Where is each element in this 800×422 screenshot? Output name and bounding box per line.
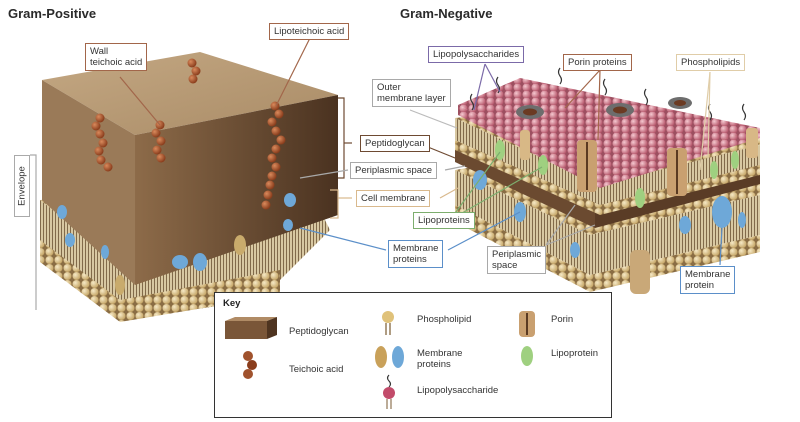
leader-lines [30,37,723,310]
membrane-proteins-icon [375,346,404,368]
key-label-lipoprotein: Lipoprotein [551,348,599,359]
gram-negative-title: Gram-Negative [400,6,493,21]
key-label-phospholipid: Phospholipid [417,314,472,325]
label-phospholipids: Phospholipids [676,54,746,71]
key-label-porin: Porin [551,314,574,325]
gram-positive-membrane-proteins [57,193,296,295]
gram-positive-peptidoglycan [42,52,338,285]
key-label-peptidoglycan: Peptidoglycan [289,326,349,337]
gram-positive-title: Gram-Positive [8,6,97,21]
key-title: Key [223,298,241,309]
porin-proteins [516,97,758,196]
label-lipoproteins: Lipoproteins [413,212,475,229]
lipopolysaccharide-icon [383,374,395,409]
label-cell-membrane: Cell membrane [356,190,431,207]
label-periplasmic-space-right: Periplasmic space [487,246,547,274]
key-label-membrane-proteins: Membrane proteins [417,348,463,370]
label-periplasmic-space: Periplasmic space [350,162,438,179]
legend-key: Key Peptid [214,292,612,418]
label-peptidoglycan: Peptidoglycan [360,135,430,152]
lipoprotein-icon [521,346,533,366]
porin-icon [519,311,535,337]
key-label-teichoic-acid: Teichoic acid [289,364,344,375]
key-label-lipopolysaccharide: Lipopolysaccharide [417,385,499,396]
key-icons [225,311,535,409]
label-envelope: Envelope [14,155,30,217]
label-membrane-protein-right: Membrane protein [680,266,736,294]
label-wall-teichoic-acid: Wall teichoic acid [85,43,148,71]
label-membrane-proteins: Membrane proteins [388,240,444,268]
label-porin-proteins: Porin proteins [563,54,632,71]
inner-porin [630,250,650,294]
teichoic-acid-icon [243,351,257,379]
lipoproteins [495,140,739,208]
peptidoglycan-icon [225,317,277,339]
envelope-text: Envelope [16,166,28,206]
label-outer-membrane-layer: Outer membrane layer [372,79,451,107]
phospholipid-icon [382,311,394,335]
label-lipoteichoic-acid: Lipoteichoic acid [269,23,350,40]
label-lipopolysaccharides: Lipopolysaccharides [428,46,525,63]
